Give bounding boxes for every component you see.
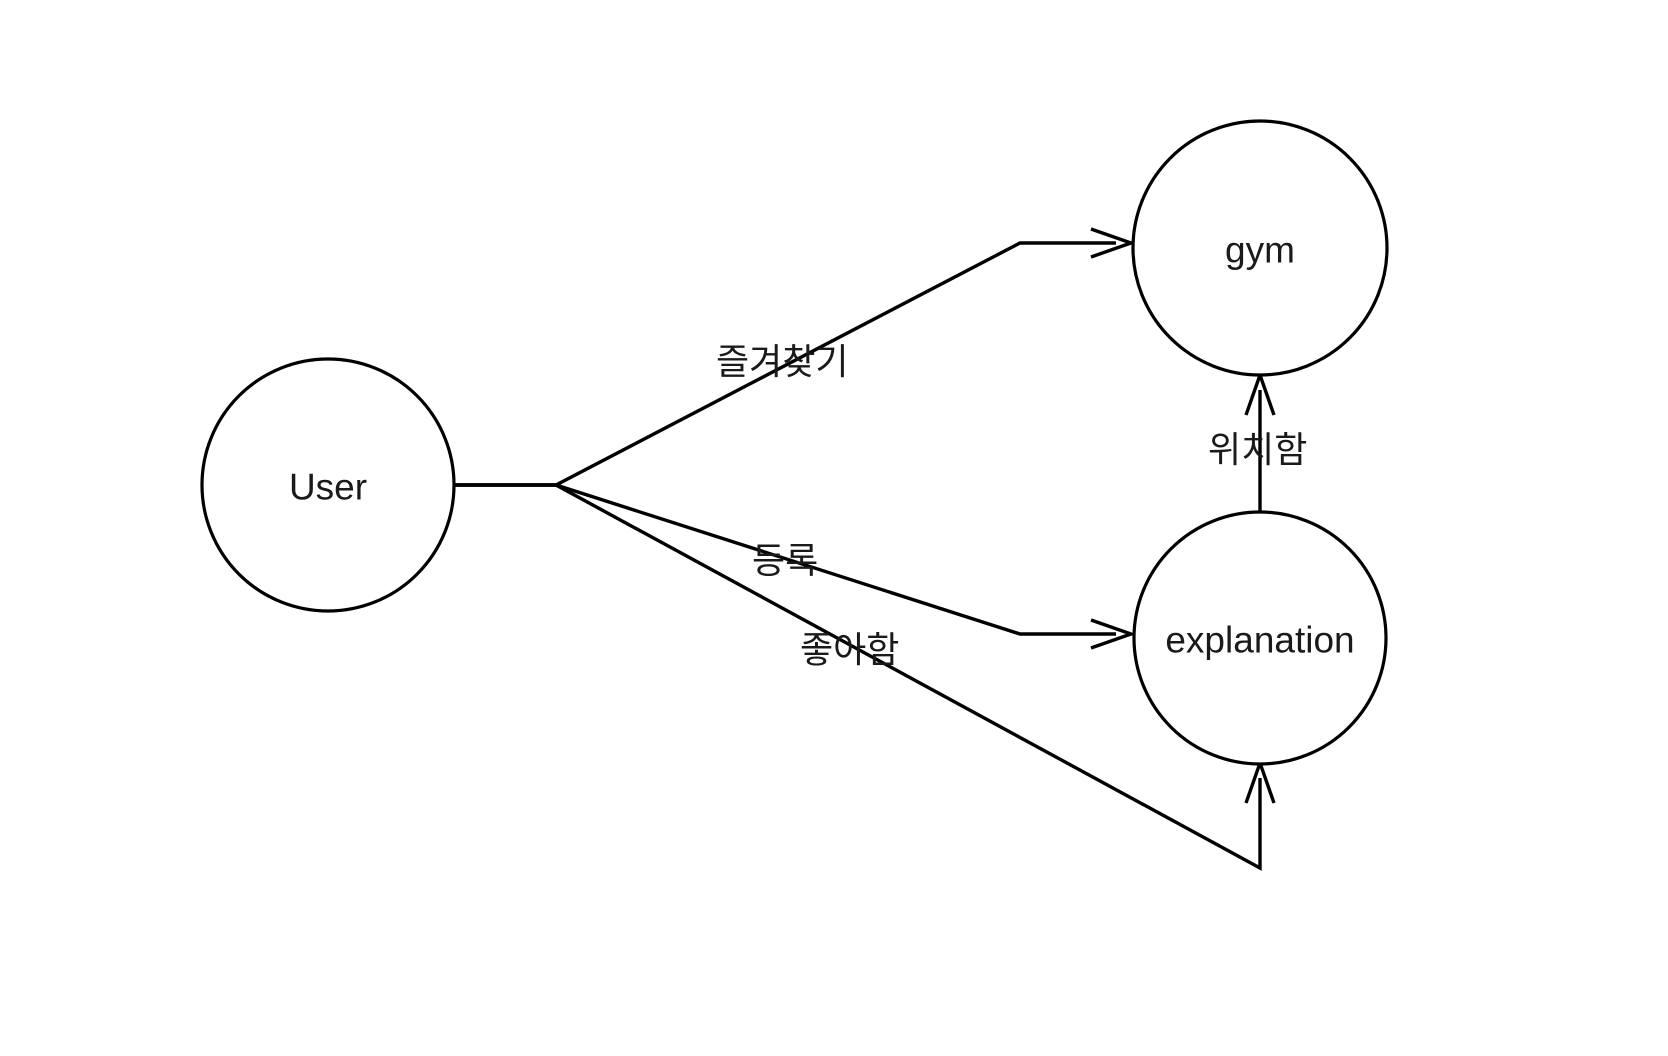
edge-label-register: 등록 xyxy=(752,541,818,582)
node-explanation-circle xyxy=(1132,510,1388,766)
nodes-layer: User gym explanation xyxy=(200,119,1389,766)
edge-user-explanation-like-path xyxy=(454,483,1262,871)
node-user[interactable]: User xyxy=(200,357,456,613)
edge-labels-layer: 즐겨찾기 등록 좋아함 위치함 xyxy=(716,342,1307,671)
edges-layer xyxy=(454,227,1276,871)
edge-user-explanation-register-arrowhead xyxy=(1090,618,1137,650)
node-gym-circle xyxy=(1131,119,1389,377)
node-explanation-label: explanation xyxy=(1165,620,1354,661)
edge-label-located-at: 위치함 xyxy=(1208,430,1307,471)
edge-user-gym-arrowhead xyxy=(1090,227,1137,259)
node-user-circle xyxy=(200,357,456,613)
edge-label-like: 좋아함 xyxy=(800,630,899,671)
node-explanation[interactable]: explanation xyxy=(1132,510,1388,766)
edge-label-bookmark: 즐겨찾기 xyxy=(716,342,848,383)
node-gym-label: gym xyxy=(1225,230,1295,271)
node-gym[interactable]: gym xyxy=(1131,119,1389,377)
node-user-label: User xyxy=(289,467,367,508)
